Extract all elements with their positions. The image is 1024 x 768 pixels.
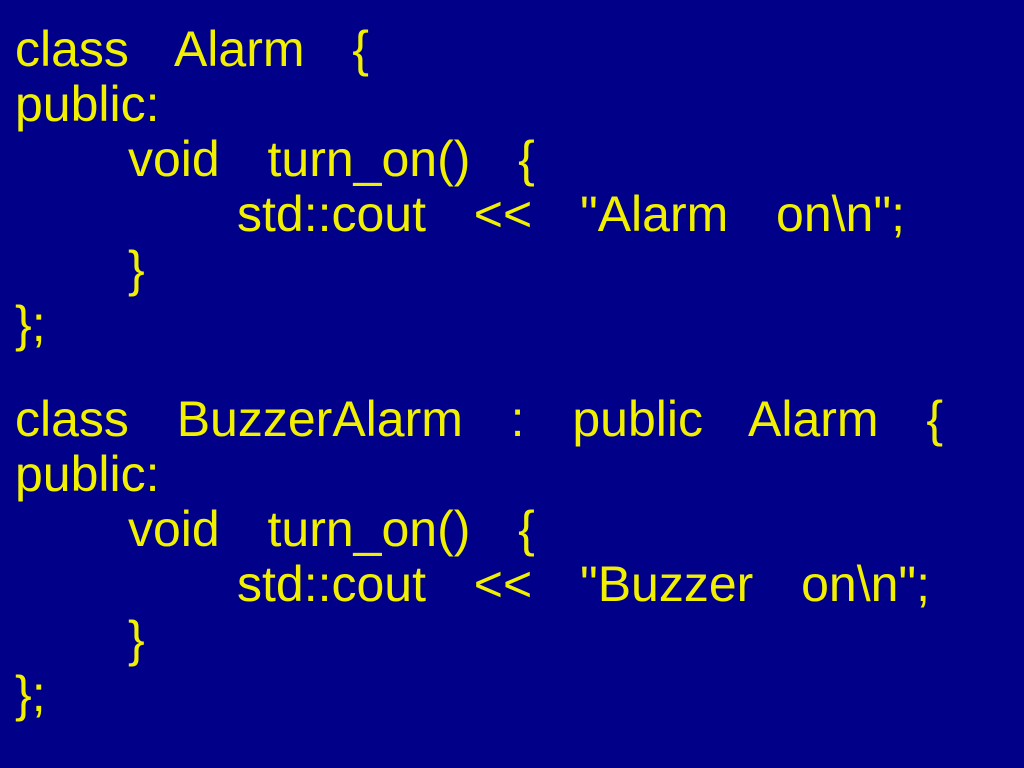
- code-line: std::cout << "Buzzer on\n";: [237, 556, 931, 612]
- code-line: }: [128, 611, 145, 667]
- code-listing: class Alarm {public:void turn_on() {std:…: [15, 22, 1015, 722]
- code-line: };: [15, 296, 46, 352]
- code-line: void turn_on() {: [128, 501, 535, 557]
- code-line: }: [128, 241, 145, 297]
- code-line: class BuzzerAlarm : public Alarm {: [15, 391, 944, 447]
- code-line: std::cout << "Alarm on\n";: [237, 186, 906, 242]
- code-line: class Alarm {: [15, 21, 369, 77]
- code-line: public:: [15, 76, 160, 132]
- code-line: };: [15, 666, 46, 722]
- alarm-base-class: class Alarm {public:void turn_on() {std:…: [15, 22, 1015, 352]
- code-line: public:: [15, 446, 160, 502]
- buzzeralarm-derived-class: class BuzzerAlarm : public Alarm {public…: [15, 392, 1015, 722]
- code-block-separator: [15, 352, 1015, 392]
- code-line: void turn_on() {: [128, 131, 535, 187]
